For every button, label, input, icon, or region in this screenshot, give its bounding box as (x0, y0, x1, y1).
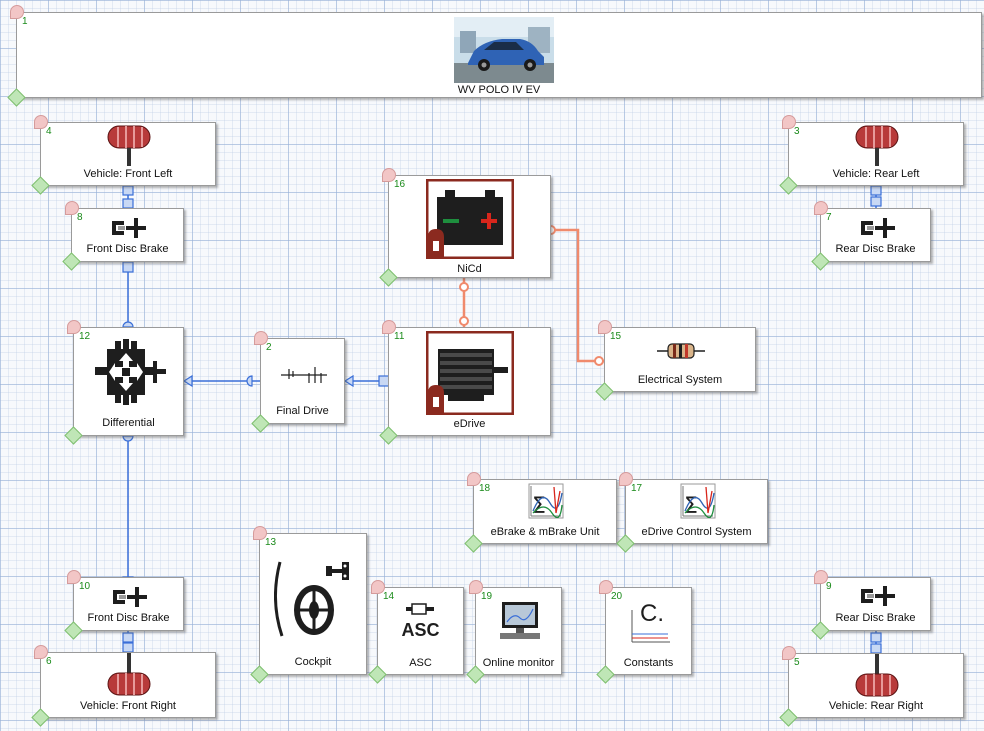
block-number: 15 (610, 331, 621, 342)
front-right-wheel-block[interactable]: 6 Vehicle: Front Right (40, 652, 216, 718)
ebrake-unit-block[interactable]: 18 Σ eBrake & mBrake Unit (473, 479, 617, 544)
block-number: 9 (826, 581, 832, 592)
final-drive-icon (279, 361, 329, 385)
disc-brake-icon (109, 585, 149, 609)
output-port-icon (62, 252, 80, 270)
block-label: NiCd (389, 263, 550, 275)
output-port-icon (811, 252, 829, 270)
battery-icon (426, 179, 514, 259)
differential-block[interactable]: 12 Differential (73, 327, 184, 436)
block-number: 2 (266, 342, 272, 353)
block-number: 1 (22, 16, 28, 27)
final-drive-block[interactable]: 2 Final Drive (260, 338, 345, 424)
steering-wheel-icon (274, 552, 354, 642)
block-number: 7 (826, 212, 832, 223)
resistor-icon (656, 340, 706, 362)
block-label: Cockpit (260, 656, 366, 668)
electrical-system-block[interactable]: 15 Electrical System (604, 327, 756, 392)
constants-icon-text: C. (640, 600, 664, 628)
block-label: eBrake & mBrake Unit (474, 526, 616, 538)
block-number: 20 (611, 591, 622, 602)
output-port-icon (251, 414, 269, 432)
block-label: Vehicle: Front Right (41, 700, 215, 712)
wheel-icon (104, 125, 154, 167)
wire-battery-to-electrical-system (551, 230, 604, 361)
block-label: Vehicle: Rear Left (789, 168, 963, 180)
block-number: 13 (265, 537, 276, 548)
block-label: Vehicle: Front Left (41, 168, 215, 180)
front-left-wheel-block[interactable]: 4 Vehicle: Front Left (40, 122, 216, 186)
edrive-block[interactable]: 11 eDrive (388, 327, 551, 436)
rear-disc-brake-top-block[interactable]: 7 Rear Disc Brake (820, 208, 931, 262)
block-number: 3 (794, 126, 800, 137)
output-port-icon (64, 426, 82, 444)
block-number: 14 (383, 591, 394, 602)
control-system-icon: Σ (528, 483, 564, 519)
asc-sensor-icon (404, 602, 438, 616)
control-system-icon: Σ (680, 483, 716, 519)
output-port-icon (250, 665, 268, 683)
constants-block[interactable]: 20 C. Constants (605, 587, 692, 675)
block-label: eDrive (389, 418, 550, 430)
asc-icon-text: ASC (378, 620, 463, 641)
vehicle-title: WV POLO IV EV (17, 84, 981, 96)
wheel-icon (852, 654, 902, 698)
block-number: 19 (481, 591, 492, 602)
block-number: 11 (394, 331, 404, 342)
block-label: Final Drive (261, 405, 344, 417)
rear-left-wheel-block[interactable]: 3 Vehicle: Rear Left (788, 122, 964, 186)
block-number: 4 (46, 126, 52, 137)
output-port-icon (811, 621, 829, 639)
block-number: 10 (79, 581, 90, 592)
block-label: Vehicle: Rear Right (789, 700, 963, 712)
rear-disc-brake-bottom-block[interactable]: 9 Rear Disc Brake (820, 577, 931, 631)
block-label: Differential (74, 417, 183, 429)
disc-brake-icon (857, 584, 897, 608)
asc-block[interactable]: 14 ASC ASC (377, 587, 464, 675)
block-label: Front Disc Brake (72, 243, 183, 255)
block-number: 16 (394, 179, 405, 190)
block-number: 17 (631, 483, 642, 494)
block-number: 18 (479, 483, 490, 494)
block-label: Online monitor (476, 657, 561, 669)
disc-brake-icon (108, 216, 148, 240)
car-photo-icon (454, 17, 554, 83)
vehicle-header-block[interactable]: 1 WV POLO IV EV (16, 12, 982, 98)
wheel-icon (852, 125, 902, 167)
block-number: 5 (794, 657, 800, 668)
block-number: 8 (77, 212, 83, 223)
block-label: Constants (606, 657, 691, 669)
block-label: eDrive Control System (626, 526, 767, 538)
electric-motor-icon (426, 331, 514, 415)
front-disc-brake-top-block[interactable]: 8 Front Disc Brake (71, 208, 184, 262)
differential-icon (93, 337, 167, 407)
output-port-icon (64, 621, 82, 639)
block-label: Front Disc Brake (74, 612, 183, 624)
rear-right-wheel-block[interactable]: 5 Vehicle: Rear Right (788, 653, 964, 718)
block-label: Rear Disc Brake (821, 612, 930, 624)
edrive-control-block[interactable]: 17 Σ eDrive Control System (625, 479, 768, 544)
battery-block[interactable]: 16 NiCd (388, 175, 551, 278)
block-label: Electrical System (605, 374, 755, 386)
wheel-icon (104, 653, 154, 697)
block-label: Rear Disc Brake (821, 243, 930, 255)
block-number: 6 (46, 656, 52, 667)
block-number: 12 (79, 331, 90, 342)
cockpit-block[interactable]: 13 Cockpit (259, 533, 367, 675)
online-monitor-block[interactable]: 19 Online monitor (475, 587, 562, 675)
monitor-icon (498, 600, 542, 642)
block-label: ASC (378, 657, 463, 669)
front-disc-brake-bottom-block[interactable]: 10 Front Disc Brake (73, 577, 184, 631)
disc-brake-icon (857, 216, 897, 240)
